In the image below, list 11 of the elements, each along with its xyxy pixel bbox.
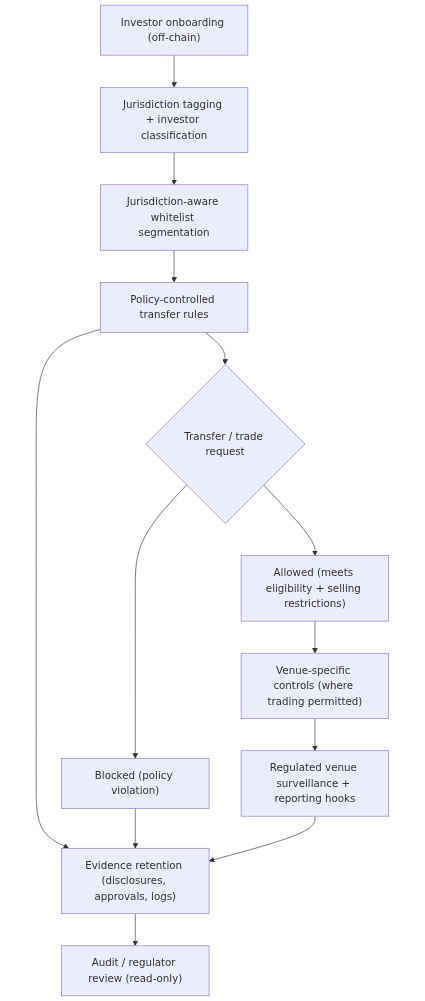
node-diamond: Transfer / trade request (145, 364, 306, 524)
node-box: Allowed (meets eligibility + selling restrictions) (240, 555, 390, 622)
node-box: Regulated venue surveillance + reporting hooks (240, 750, 390, 817)
node-box: Jurisdiction-aware whitelist segmentation (100, 184, 249, 251)
node-box: Venue-specific controls (where trading permitted) (240, 652, 390, 719)
node-box: Investor onboarding (off-chain) (100, 4, 249, 56)
node-box: Evidence retention (disclosures, approvals, logs) (61, 847, 210, 915)
node-box: Blocked (policy violation) (61, 758, 210, 809)
node-box: Audit / regulator review (read-only) (61, 945, 210, 997)
node-box: Jurisdiction tagging + investor classification (100, 86, 249, 154)
node-box: Policy-controlled transfer rules (100, 282, 249, 333)
